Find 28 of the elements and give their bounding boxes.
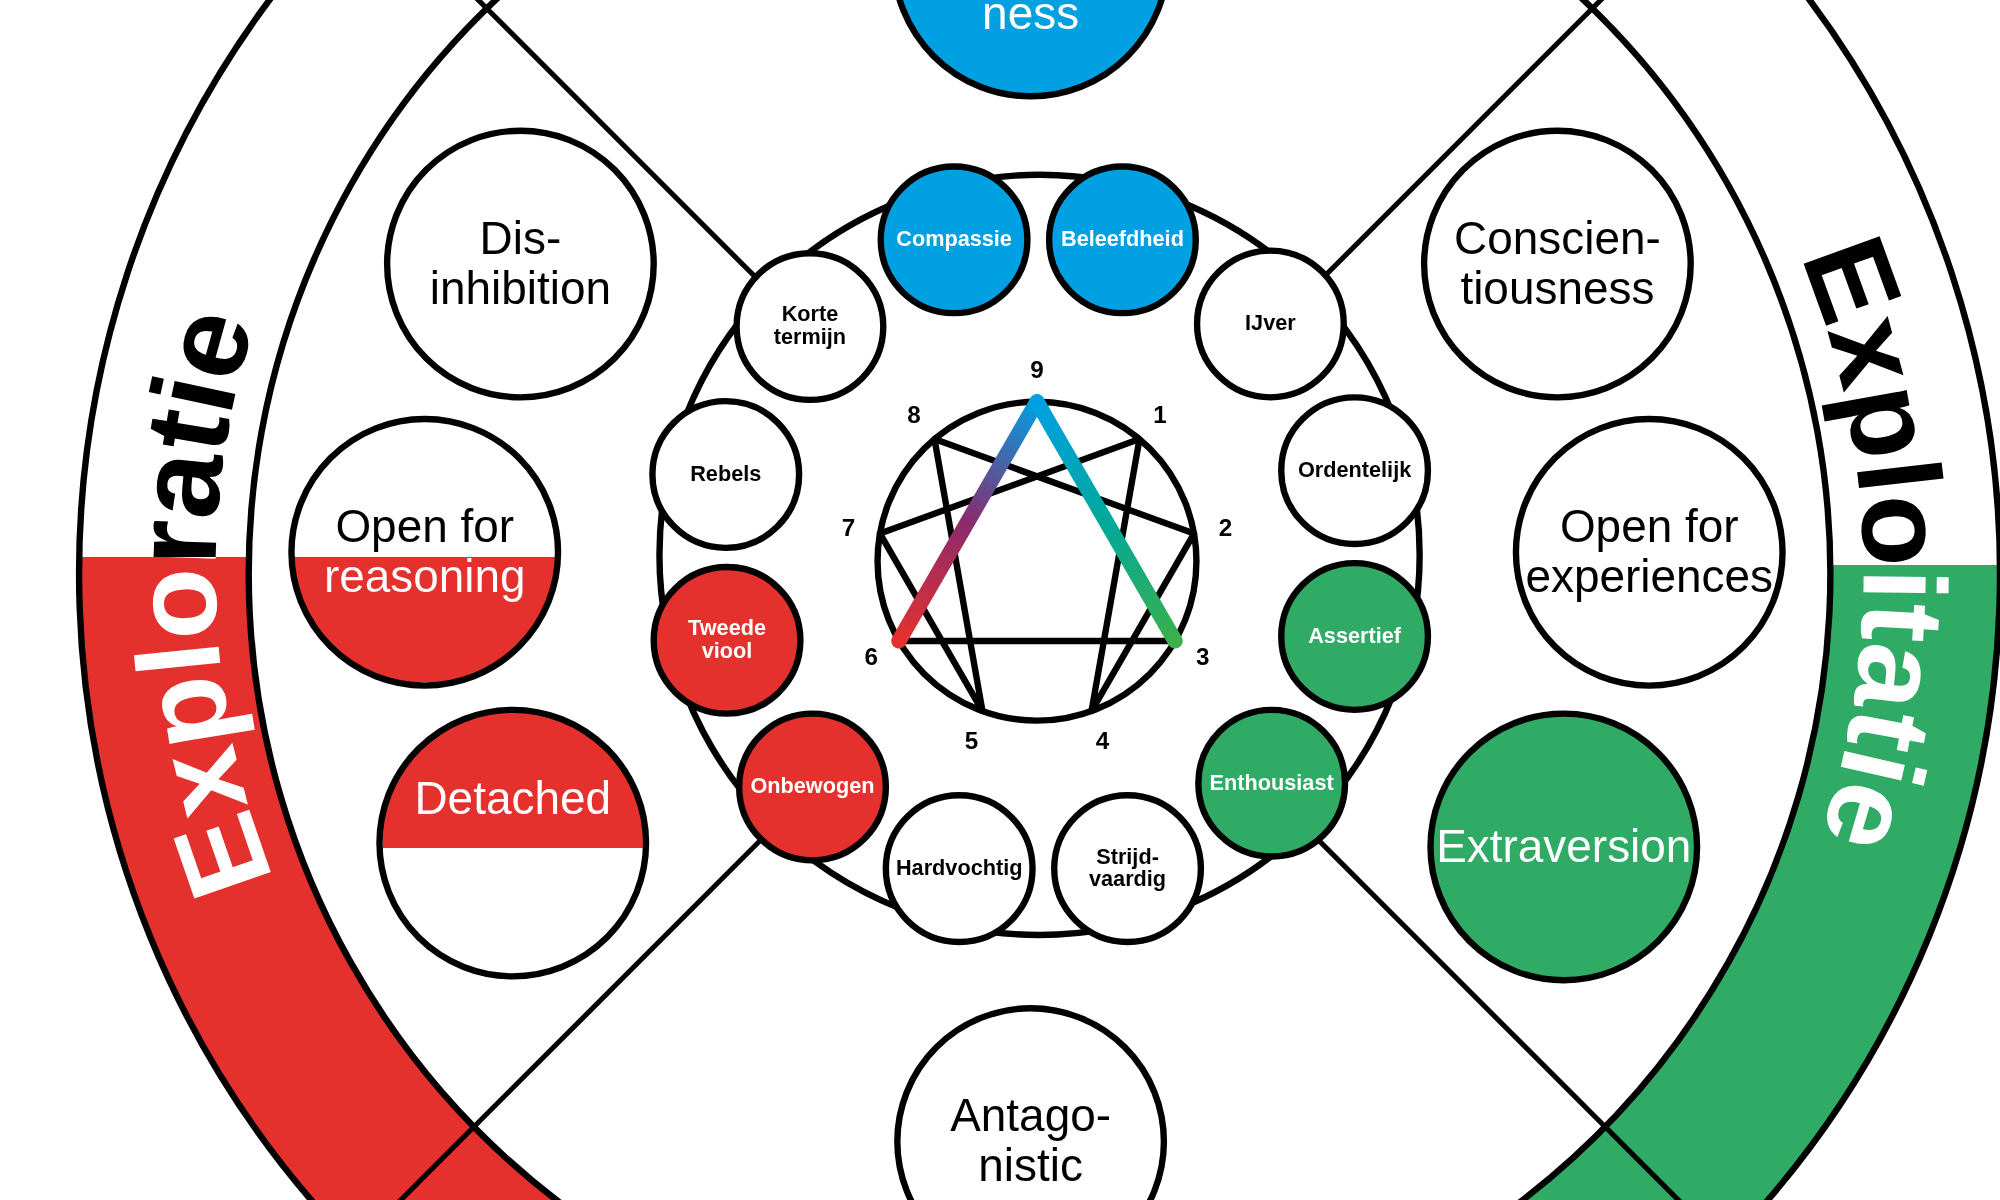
facet-label: Onbewogen xyxy=(749,775,876,799)
trait-label: Open for experiences xyxy=(1524,502,1775,602)
point-number: 4 xyxy=(1095,728,1110,754)
trait-label: ness xyxy=(981,0,1081,40)
point-number: 6 xyxy=(864,644,879,669)
point-number: 2 xyxy=(1218,515,1233,541)
point-number: 7 xyxy=(841,515,856,541)
trait-label: Conscien- tiousness xyxy=(1453,214,1662,314)
trait-label: Detached xyxy=(413,774,613,824)
facet-label: Korte termijn xyxy=(772,303,848,350)
point-number: 9 xyxy=(1030,357,1044,382)
facet-label: Beleefdheid xyxy=(1060,228,1185,252)
facet-label: Tweede viool xyxy=(687,616,767,664)
trait-label: Antago- nistic xyxy=(949,1092,1113,1192)
facet-label: Ordentelijk xyxy=(1296,458,1413,483)
facet-label: Strijd- vaardig xyxy=(1087,845,1168,893)
trait-label: Dis- inhibition xyxy=(428,214,613,314)
trait-label: Extraversion xyxy=(1435,822,1693,872)
point-number: 8 xyxy=(907,402,921,427)
facet-label: Assertief xyxy=(1307,624,1402,649)
point-number: 5 xyxy=(964,728,979,754)
facet-label: Rebels xyxy=(689,462,763,487)
facet-label: Compassie xyxy=(895,228,1013,252)
facet-label: IJver xyxy=(1244,312,1297,336)
point-number: 1 xyxy=(1153,402,1167,427)
facet-label: Hardvochtig xyxy=(894,856,1024,881)
facet-label: Enthousiast xyxy=(1208,771,1335,795)
point-number: 3 xyxy=(1195,644,1210,669)
